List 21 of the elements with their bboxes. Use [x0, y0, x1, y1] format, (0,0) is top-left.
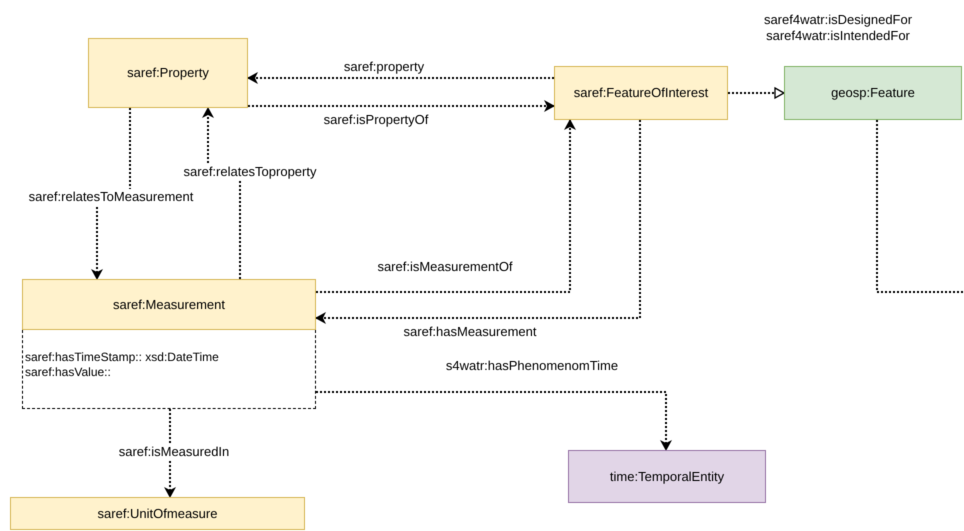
edge-label: saref:relatesToMeasurement [28, 189, 194, 205]
attribute-text: saref:hasTimeStamp:: xsd:DateTime [25, 350, 220, 365]
dotted-arrow [728, 87, 785, 99]
class-box: saref:Property [88, 38, 248, 108]
edge-label: saref:isPropertyOf [322, 112, 430, 128]
dotted-arrow [248, 100, 555, 112]
class-box: geosp:Feature [784, 66, 962, 120]
edge-label: saref:relatesToproperty [182, 164, 318, 180]
class-header: saref:Measurement [22, 279, 316, 330]
edge-label: saref:property [342, 59, 426, 75]
class-box [22, 279, 316, 409]
class-box: saref:FeatureOfInterest [554, 66, 728, 120]
dotted-arrow [315, 120, 641, 324]
dotted-arrow [316, 391, 672, 451]
attribute-text: saref:hasValue:: [25, 365, 112, 380]
dotted-arrow [316, 119, 576, 293]
class-box: time:TemporalEntity [568, 450, 766, 503]
class-box: saref:UnitOfmeasure [10, 497, 305, 530]
edge-label: saref:isMeasuredIn [118, 444, 230, 460]
dotted-arrow [247, 72, 554, 84]
dotted-arrow [164, 409, 176, 498]
